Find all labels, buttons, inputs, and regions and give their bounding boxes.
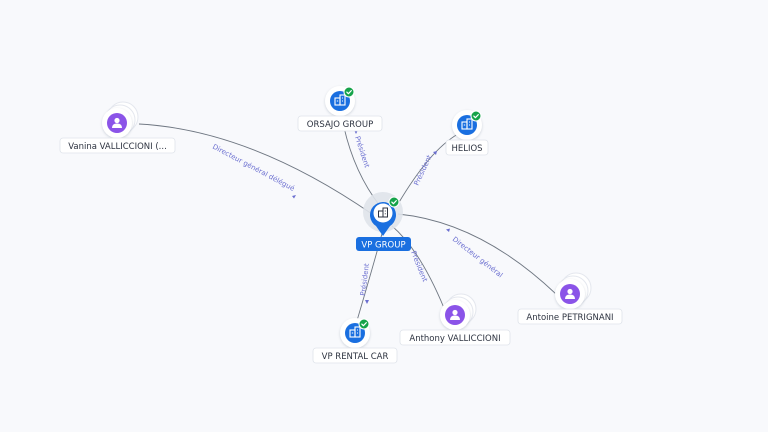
- center-node-label: VP GROUP: [361, 241, 405, 251]
- node-person-anthony[interactable]: Anthony VALLICCIONI: [399, 293, 511, 346]
- verified-check-icon: [470, 110, 482, 122]
- verified-check-icon: [343, 86, 355, 98]
- edge-arrow: [292, 195, 296, 199]
- node-label: HELIOS: [451, 144, 482, 154]
- edge-label-anthony: Président: [409, 250, 429, 284]
- verified-check-icon: [358, 318, 370, 330]
- node-person-vanina[interactable]: Vanina VALLICCIONI (...: [59, 101, 176, 154]
- edge-vanina: Directeur général délégué: [138, 123, 373, 215]
- node-label: Anthony VALLICCIONI: [409, 334, 500, 344]
- edge-arrow: [365, 300, 369, 304]
- verified-check-icon: [388, 196, 400, 208]
- edge-arrow: [433, 151, 437, 155]
- node-label: ORSAJO GROUP: [307, 120, 373, 130]
- edge-label-antoine: Directeur général: [451, 235, 504, 279]
- node-person-antoine[interactable]: Antoine PETRIGNANI: [517, 272, 623, 325]
- edge-label-helios: Président: [413, 154, 434, 187]
- node-label: Vanina VALLICCIONI (...: [68, 142, 167, 152]
- node-center-vp-group[interactable]: VP GROUP: [356, 192, 411, 251]
- edge-arrow: [446, 228, 450, 232]
- node-label: Antoine PETRIGNANI: [526, 313, 613, 323]
- edge-label-vp-rental: Président: [359, 263, 371, 297]
- building-icon: [378, 207, 388, 218]
- node-company-orsajo[interactable]: ORSAJO GROUP: [297, 86, 383, 132]
- node-company-vp-rental-car[interactable]: VP RENTAL CAR: [312, 318, 398, 364]
- node-label: VP RENTAL CAR: [322, 352, 389, 362]
- node-company-helios[interactable]: HELIOS: [445, 110, 489, 156]
